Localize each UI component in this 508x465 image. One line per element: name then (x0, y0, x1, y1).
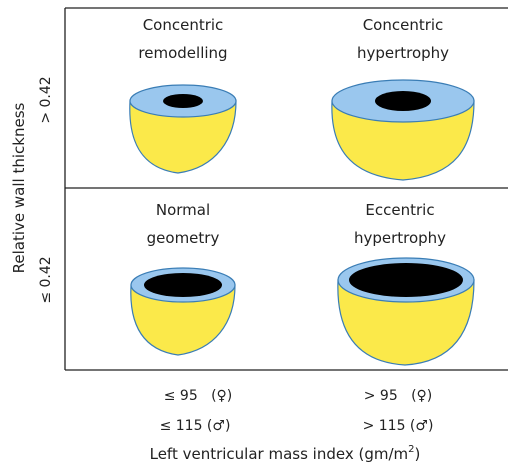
y-range-top-label: > 0.42 (38, 76, 54, 123)
quadrant-title-concentric-hypertrophy-line1: Concentric (363, 16, 444, 34)
quadrant-title-eccentric-hypertrophy-line2: hypertrophy (354, 229, 446, 247)
heart-concentric-hypertrophy (331, 79, 475, 181)
y-range-bottom-label: ≤ 0.42 (38, 256, 54, 303)
heart-eccentric-hypertrophy (337, 257, 475, 366)
quadrant-title-normal-geometry-line2: geometry (147, 229, 220, 247)
quadrant-title-normal-geometry-line1: Normal (156, 201, 210, 219)
x-category-right-female: > 95 (♀) (364, 388, 433, 404)
quadrant-title-concentric-remodelling-line2: remodelling (138, 44, 227, 62)
x-axis-title: Left ventricular mass index (gm/m2) (150, 444, 421, 463)
x-axis-title-main: Left ventricular mass index (gm/m (150, 445, 409, 463)
quadrant-title-eccentric-hypertrophy-line1: Eccentric (365, 201, 434, 219)
x-category-left-male: ≤ 115 (♂) (160, 418, 231, 434)
x-category-right-male: > 115 (♂) (363, 418, 434, 434)
quadrant-title-concentric-remodelling-line1: Concentric (143, 16, 224, 34)
quadrant-title-concentric-hypertrophy-line2: hypertrophy (357, 44, 449, 62)
heart-normal-geometry (130, 267, 236, 356)
x-axis-title-end: ) (415, 445, 421, 463)
x-category-left-female: ≤ 95 (♀) (164, 388, 233, 404)
y-axis-title: Relative wall thickness (10, 102, 28, 273)
heart-concentric-remodelling (129, 84, 237, 174)
x-axis-title-superscript: 2 (408, 444, 414, 455)
